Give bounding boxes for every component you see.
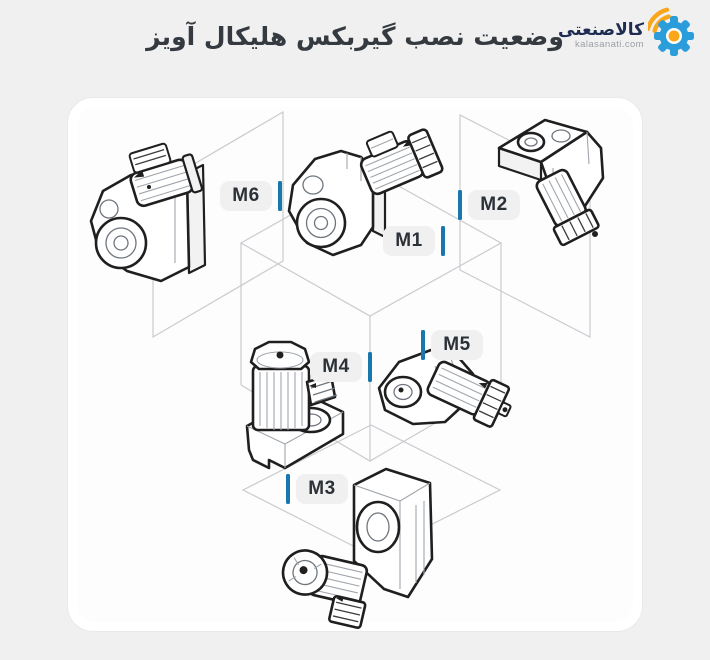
gearbox-m1 xyxy=(287,128,444,257)
gearbox-m5 xyxy=(377,348,512,428)
left-panel xyxy=(152,110,284,339)
gearbox-m4 xyxy=(245,340,345,470)
mounting-label-m3-accent-bar xyxy=(286,474,290,504)
mounting-label-m5-accent-bar xyxy=(421,330,425,360)
mounting-label-m4-accent-bar xyxy=(368,352,372,382)
mounting-label-m5: M5 xyxy=(421,330,483,360)
mounting-label-m1-text: M1 xyxy=(383,226,435,256)
mounting-label-m4-text: M4 xyxy=(310,352,362,382)
mounting-label-m3: M3 xyxy=(286,474,348,504)
diagram-card: M1 M2 M3 M4 M5 M6 xyxy=(67,97,643,632)
gearbox-m2 xyxy=(497,118,605,247)
brand-name: کالاصنعتی xyxy=(557,19,644,40)
gear-wifi-icon xyxy=(648,7,694,56)
mounting-label-m5-text: M5 xyxy=(431,330,483,360)
wifi-signal-icon xyxy=(648,7,671,33)
mounting-label-m2: M2 xyxy=(458,190,520,220)
mounting-label-m6-text: M6 xyxy=(220,181,272,211)
mounting-label-m2-accent-bar xyxy=(458,190,462,220)
mounting-positions-scene xyxy=(89,110,605,630)
mounting-label-m4: M4 xyxy=(310,352,372,382)
page-title: وضعیت نصب گیربکس هلیکال آویز xyxy=(146,22,564,51)
brand-website: kalasanati.com xyxy=(575,38,644,50)
gearbox-m6 xyxy=(89,142,207,283)
brand-logo: کالاصنعتی kalasanati.com xyxy=(558,6,700,56)
gearbox-m3 xyxy=(281,467,434,630)
floor-plane xyxy=(241,424,502,556)
mounting-label-m2-text: M2 xyxy=(468,190,520,220)
brand-text-block: کالاصنعتی kalasanati.com xyxy=(558,21,644,50)
mounting-label-m6-accent-bar xyxy=(278,181,282,211)
mounting-label-m1: M1 xyxy=(383,226,445,256)
gear-icon xyxy=(654,16,694,56)
cube-vertical-edges xyxy=(240,243,502,461)
mounting-label-m3-text: M3 xyxy=(296,474,348,504)
mounting-label-m6: M6 xyxy=(220,181,282,211)
mounting-label-m1-accent-bar xyxy=(441,226,445,256)
